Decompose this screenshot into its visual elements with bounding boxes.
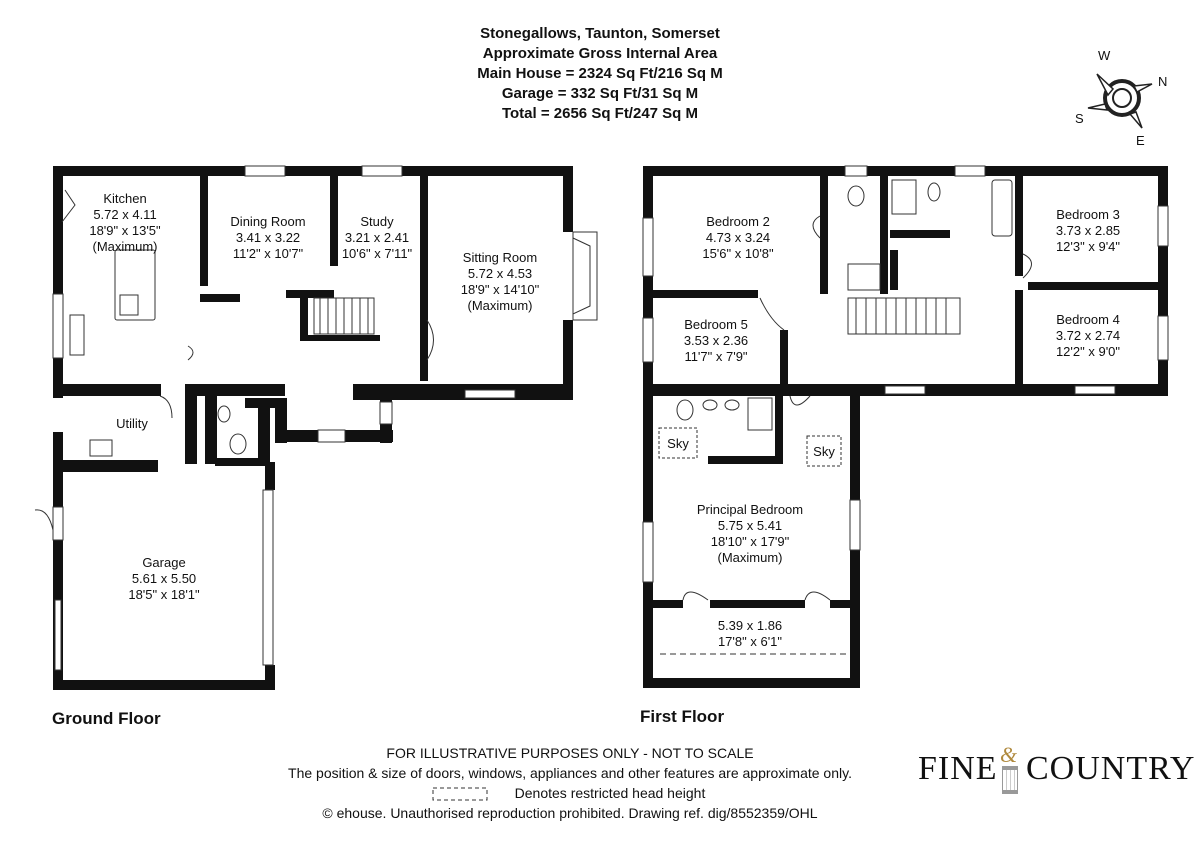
garage-imperial: 18'5" x 18'1" [128,587,200,602]
bedroom2-name: Bedroom 2 [706,214,770,229]
main-house-area: Main House = 2324 Sq Ft/216 Sq M [477,65,723,82]
first-floor-fittings [642,165,1169,655]
logo-word-country: COUNTRY [1026,750,1196,787]
kitchen-note: (Maximum) [93,239,158,254]
logo-word-fine: FINE [918,750,998,787]
bedroom3-imperial: 12'3" x 9'4" [1056,239,1120,254]
fine-country-logo: FINE & COUNTRY [918,742,1194,798]
kitchen-metric: 5.72 x 4.11 [93,207,156,222]
logo-pillar-icon [1002,766,1018,794]
total-area: Total = 2656 Sq Ft/247 Sq M [501,105,699,122]
bedroom4-imperial: 12'2" x 9'0" [1056,344,1120,359]
bedroom4-metric: 3.72 x 2.74 [1056,328,1120,343]
compass-e: E [1136,133,1145,148]
bedroom2-imperial: 15'6" x 10'8" [702,246,774,261]
bedroom3-name: Bedroom 3 [1056,207,1120,222]
compass-s: S [1075,111,1084,126]
utility-name: Utility [116,416,148,431]
garage-name: Garage [142,555,185,570]
sitting-metric: 5.72 x 4.53 [468,266,532,281]
sitting-note: (Maximum) [468,298,533,313]
bedroom5-metric: 3.53 x 2.36 [684,333,748,348]
kitchen-imperial: 18'9" x 13'5" [89,223,161,238]
ground-floor-walls [53,166,573,690]
dining-imperial: 11'2" x 10'7" [233,246,304,261]
principal-metric: 5.75 x 5.41 [718,518,782,533]
compass-n: N [1158,74,1167,89]
dressing-imperial: 17'8" x 6'1" [718,634,782,649]
footer-disclaimer: FOR ILLUSTRATIVE PURPOSES ONLY - NOT TO … [386,745,754,761]
dining-metric: 3.41 x 3.22 [236,230,300,245]
ground-floor-title: Ground Floor [52,709,161,728]
dressing-metric: 5.39 x 1.86 [718,618,782,633]
restricted-height-legend-icon [432,787,488,801]
principal-name: Principal Bedroom [697,502,803,517]
study-metric: 3.21 x 2.41 [345,230,409,245]
sitting-imperial: 18'9" x 14'10" [461,282,540,297]
bedroom5-name: Bedroom 5 [684,317,748,332]
footer-copyright: © ehouse. Unauthorised reproduction proh… [322,805,818,821]
first-floor-labels: Bedroom 2 4.73 x 3.24 15'6" x 10'8" Bedr… [667,207,1120,649]
bedroom5-imperial: 11'7" x 7'9" [684,349,747,364]
ground-floor-labels: Kitchen 5.72 x 4.11 18'9" x 13'5" (Maxim… [89,191,539,602]
footer-note: The position & size of doors, windows, a… [288,765,852,781]
study-imperial: 10'6" x 7'11" [342,246,413,261]
skylight-label-1: Sky [667,436,689,451]
garage-metric: 5.61 x 5.50 [132,571,196,586]
first-floor-title: First Floor [640,707,725,726]
compass-w: W [1098,48,1111,63]
skylight-label-2: Sky [813,444,835,459]
footer-legend: Denotes restricted head height [514,785,706,801]
ground-floor-fittings [34,165,598,671]
bedroom4-name: Bedroom 4 [1056,312,1120,327]
area-subtitle: Approximate Gross Internal Area [482,45,718,62]
sitting-name: Sitting Room [463,250,537,265]
property-title: Stonegallows, Taunton, Somerset [480,25,720,42]
bedroom2-metric: 4.73 x 3.24 [706,230,770,245]
logo-ampersand: & [1000,742,1018,767]
garage-area: Garage = 332 Sq Ft/31 Sq M [501,85,699,102]
kitchen-name: Kitchen [103,191,146,206]
bedroom3-metric: 3.73 x 2.85 [1056,223,1120,238]
compass-icon [1087,73,1153,129]
first-floor-walls [643,166,1168,688]
principal-note: (Maximum) [718,550,783,565]
dining-name: Dining Room [230,214,305,229]
principal-imperial: 18'10" x 17'9" [711,534,790,549]
study-name: Study [360,214,394,229]
